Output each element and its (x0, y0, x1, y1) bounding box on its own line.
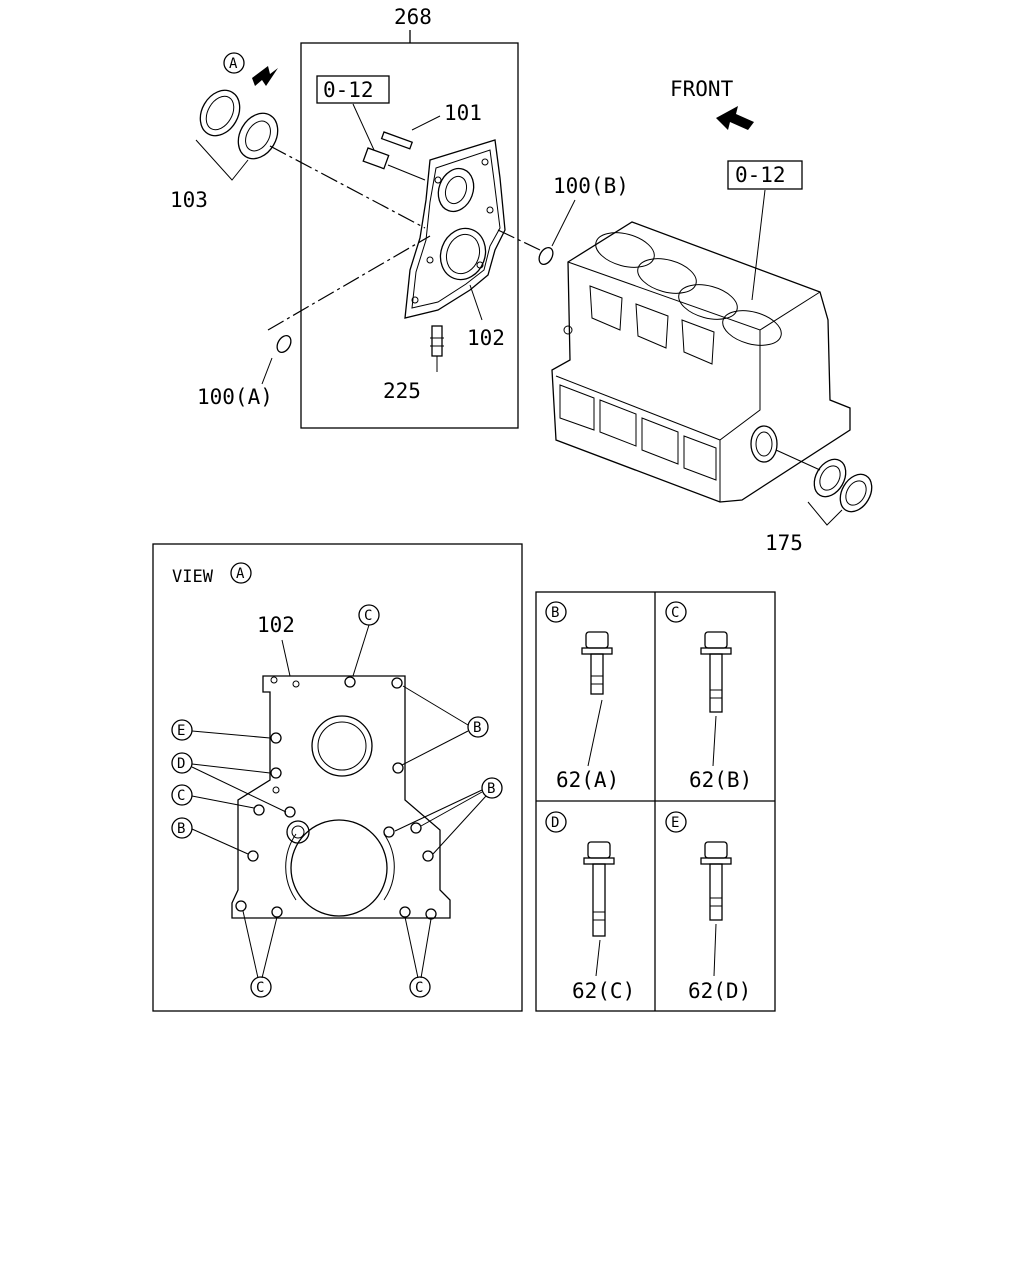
marker-b-left: B (171, 817, 193, 839)
bolt-62c-head (587, 841, 611, 859)
callout-225: 225 (383, 379, 421, 403)
bolt-cell-c: C 62(B) (665, 601, 752, 792)
o-ring-100b (538, 246, 554, 266)
marker-b-upper: B (467, 716, 489, 738)
svg-text:E: E (177, 723, 185, 739)
bolt-key-e: E (671, 815, 679, 831)
bolt-62d-label: 62(D) (688, 979, 751, 1003)
ref-box-top (316, 75, 390, 104)
callout-100a: 100(A) (197, 385, 273, 409)
part-101 (362, 131, 426, 181)
callout-268: 268 (394, 5, 432, 29)
bolt-62b-label: 62(B) (689, 768, 752, 792)
view-a-title-marker: A (236, 566, 245, 582)
marker-e: E (171, 719, 193, 741)
seal-103 (195, 89, 279, 181)
bolt-62a-head (585, 631, 609, 649)
cylinder-block (551, 221, 851, 503)
bolt-62a-label: 62(A) (556, 768, 619, 792)
svg-text:C: C (364, 608, 372, 624)
view-a-part-102: 102 (257, 613, 295, 637)
bolt-62c-label: 62(C) (572, 979, 635, 1003)
callout-101: 101 (444, 101, 482, 125)
marker-c-left: C (171, 784, 193, 806)
marker-c-top: C (358, 604, 380, 626)
svg-text:A: A (229, 56, 238, 72)
bolt-key-d: D (551, 815, 559, 831)
view-arrow-icon (252, 66, 278, 86)
view-a-cover (231, 675, 451, 920)
bolt-cell-b: B 62(A) (545, 601, 619, 792)
svg-text:C: C (177, 788, 185, 804)
front-label: FRONT (670, 77, 734, 101)
callout-175: 175 (765, 531, 803, 555)
bolt-cell-e: E 62(D) (665, 811, 751, 1003)
view-a-panel (152, 543, 523, 1012)
marker-c-bottom-right: C (409, 976, 431, 998)
ref-box-block (727, 160, 803, 190)
callout-100b: 100(B) (553, 174, 629, 198)
svg-text:C: C (415, 980, 423, 996)
bolt-62b-head (704, 631, 728, 649)
stud-225 (430, 325, 444, 372)
bolt-key-c: C (671, 605, 679, 621)
o-ring-100a (276, 334, 292, 354)
bolt-table (535, 591, 776, 1012)
ref-0-12-top: 0-12 (323, 78, 374, 102)
marker-c-bottom-left: C (250, 976, 272, 998)
bolt-cell-d: D 62(C) (545, 811, 635, 1003)
svg-text:D: D (177, 756, 185, 772)
seal-175 (807, 458, 873, 526)
ref-0-12-block: 0-12 (735, 163, 786, 187)
front-arrow-icon (716, 106, 754, 130)
front-cover-102 (404, 139, 506, 319)
marker-b-right: B (481, 777, 503, 799)
view-a-title: VIEW (172, 567, 214, 587)
svg-text:C: C (256, 980, 264, 996)
callout-103: 103 (170, 188, 208, 212)
svg-text:B: B (487, 781, 495, 797)
view-a-leaders (191, 624, 487, 979)
bolt-key-b: B (551, 605, 559, 621)
svg-text:B: B (177, 821, 185, 837)
marker-d: D (171, 752, 193, 774)
bolt-62d-head (704, 841, 728, 859)
view-a-marker: A (223, 52, 278, 86)
callout-102: 102 (467, 326, 505, 350)
svg-text:B: B (473, 720, 481, 736)
